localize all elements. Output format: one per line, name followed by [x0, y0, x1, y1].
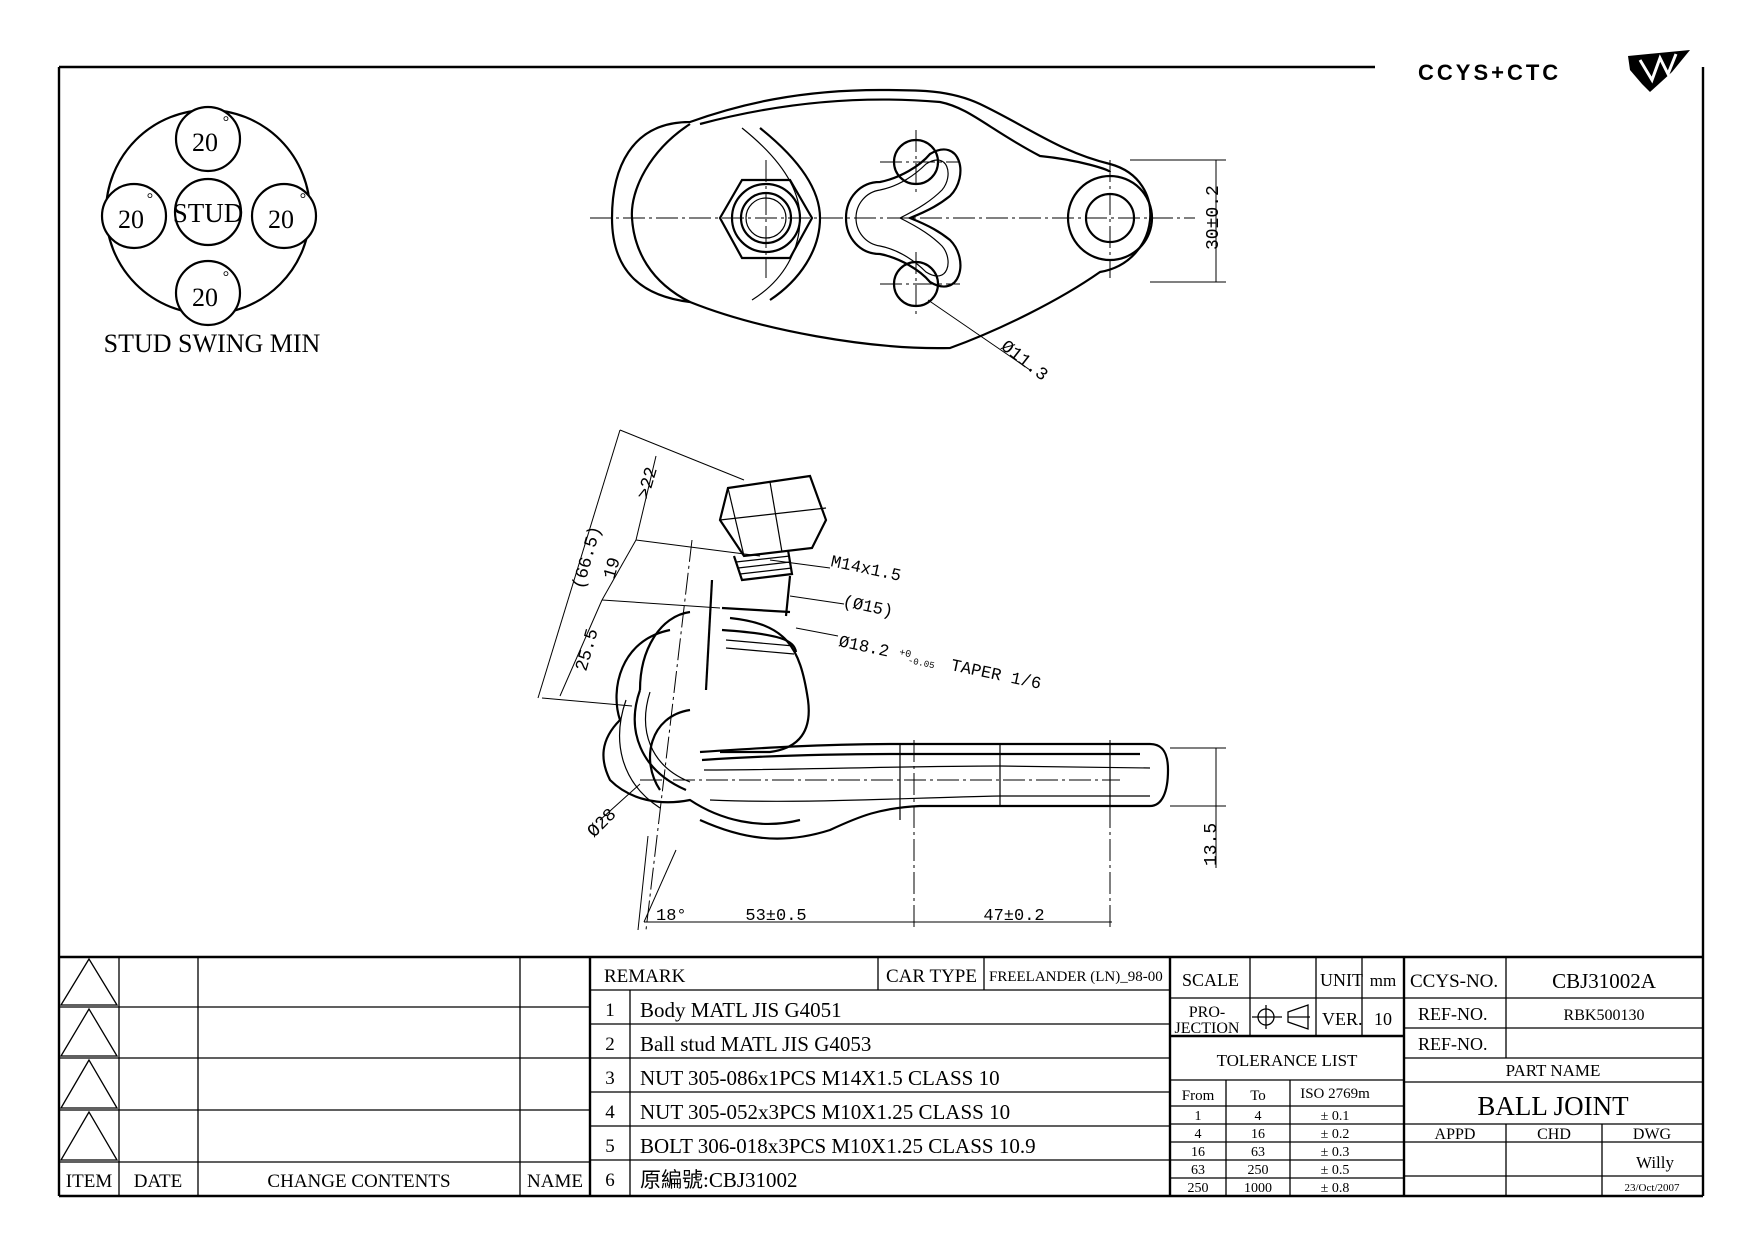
- tol-header-iso: ISO 2769m: [1300, 1086, 1370, 1102]
- scale-label: SCALE: [1182, 970, 1239, 990]
- logo-text: CCYS+CTC: [1418, 60, 1561, 85]
- remark-no-4: 4: [605, 1102, 615, 1123]
- svg-text:± 0.8: ± 0.8: [1321, 1181, 1350, 1196]
- dim-ball-dia: Ø28: [584, 805, 621, 842]
- dim-shank: (Ø15): [841, 593, 895, 622]
- dim-thread: M14x1.5: [829, 553, 903, 586]
- remark-text-1: Body MATL JIS G4051: [640, 998, 842, 1022]
- rev-header-date: DATE: [134, 1171, 183, 1192]
- svg-text:63: 63: [1191, 1163, 1205, 1178]
- drawing-date: 23/Oct/2007: [1625, 1182, 1680, 1194]
- rev-header-contents: CHANGE CONTENTS: [267, 1171, 450, 1192]
- projection-label-1: PRO-: [1189, 1004, 1225, 1021]
- svg-text:°: °: [147, 191, 153, 208]
- remark-text-3: NUT 305-086x1PCS M14X1.5 CLASS 10: [640, 1066, 1000, 1090]
- svg-text:± 0.2: ± 0.2: [1321, 1127, 1350, 1142]
- ver-label: VER.: [1322, 1009, 1363, 1029]
- swing-left-value: 20: [118, 205, 144, 234]
- remarks-header: REMARK: [604, 966, 686, 987]
- svg-text:250: 250: [1188, 1181, 1209, 1196]
- dim-thread-len: 19: [601, 555, 626, 581]
- ref-no-value: RBK500130: [1564, 1007, 1645, 1024]
- unit-label: UNIT: [1320, 970, 1363, 990]
- dim-nut-height: >22: [635, 465, 663, 502]
- ver-value: 10: [1374, 1009, 1392, 1029]
- svg-text:°: °: [223, 114, 229, 131]
- remark-text-2: Ball stud MATL JIS G4053: [640, 1032, 871, 1056]
- side-view: (66.5) >22 19 25.5 M14x1.5 (Ø15) Ø18.2 +…: [537, 429, 1226, 931]
- rev-header-name: NAME: [527, 1171, 583, 1192]
- svg-text:± 0.3: ± 0.3: [1321, 1145, 1350, 1160]
- dim-overall: (66.5): [570, 524, 607, 592]
- svg-text:16: 16: [1191, 1145, 1205, 1160]
- dim-hole-dia: Ø11.3: [996, 337, 1051, 386]
- company-logo: CCYS+CTC: [1418, 50, 1690, 92]
- drawer-name: Willy: [1636, 1153, 1675, 1172]
- rev-header-item: ITEM: [66, 1171, 113, 1192]
- ccys-no-label: CCYS-NO.: [1410, 971, 1498, 992]
- logo-mark-icon: [1628, 50, 1690, 92]
- chd-label: CHD: [1537, 1126, 1571, 1143]
- svg-text:4: 4: [1195, 1127, 1202, 1142]
- remark-no-2: 2: [605, 1034, 615, 1055]
- dwg-label: DWG: [1633, 1126, 1672, 1143]
- stud-swing-diagram: STUD 20 ° 20 ° 20 ° 20 ° STUD SWING MIN: [100, 105, 321, 358]
- remark-text-6: 原編號:CBJ31002: [640, 1168, 798, 1192]
- svg-text:°: °: [300, 191, 306, 208]
- title-block: ITEM DATE CHANGE CONTENTS NAME REMARK CA…: [59, 955, 1703, 1196]
- unit-value: mm: [1370, 971, 1396, 990]
- tol-header-from: From: [1182, 1088, 1215, 1104]
- ref-no-label-2: REF-NO.: [1418, 1034, 1488, 1054]
- projection-label-2: JECTION: [1175, 1020, 1240, 1037]
- svg-text:1: 1: [1195, 1109, 1202, 1124]
- remark-no-5: 5: [605, 1136, 615, 1157]
- dim-angle: 18°: [656, 907, 687, 926]
- remark-text-5: BOLT 306-018x3PCS M10X1.25 CLASS 10.9: [640, 1134, 1036, 1158]
- svg-text:1000: 1000: [1244, 1181, 1272, 1196]
- dim-taper-len: 25.5: [573, 627, 604, 674]
- tol-header-to: To: [1250, 1088, 1266, 1104]
- remarks-table: REMARK CAR TYPE FREELANDER (LN)_98-00 1 …: [590, 957, 1172, 1196]
- remark-text-4: NUT 305-052x3PCS M10X1.25 CLASS 10: [640, 1100, 1010, 1124]
- car-type-label: CAR TYPE: [886, 966, 977, 987]
- appd-label: APPD: [1435, 1126, 1476, 1143]
- spec-block: SCALE UNIT mm PRO- JECTION VER. 10 TOLER…: [1170, 957, 1404, 1196]
- svg-text:± 0.5: ± 0.5: [1321, 1163, 1350, 1178]
- border-frame: [57, 65, 1705, 1198]
- top-view: 30±0.2 Ø11.3: [590, 88, 1226, 386]
- svg-text:250: 250: [1248, 1163, 1269, 1178]
- tolerance-title: TOLERANCE LIST: [1217, 1051, 1358, 1070]
- part-id-block: CCYS-NO. CBJ31002A REF-NO. RBK500130 REF…: [1402, 957, 1703, 1196]
- part-name: BALL JOINT: [1477, 1091, 1629, 1121]
- swing-label: STUD SWING MIN: [104, 329, 321, 358]
- dim-taper: Ø18.2 +0 -0.05 TAPER 1/6: [836, 629, 1043, 696]
- revision-table: ITEM DATE CHANGE CONTENTS NAME: [59, 957, 592, 1196]
- svg-text:°: °: [223, 269, 229, 286]
- remark-no-6: 6: [605, 1170, 615, 1191]
- swing-center-label: STUD: [173, 198, 244, 228]
- ref-no-label: REF-NO.: [1418, 1004, 1488, 1024]
- third-angle-projection-icon: [1252, 1004, 1310, 1030]
- svg-text:16: 16: [1251, 1127, 1265, 1142]
- svg-text:± 0.1: ± 0.1: [1321, 1109, 1350, 1124]
- dim-len-b: 47±0.2: [983, 907, 1044, 926]
- remark-no-1: 1: [605, 1000, 615, 1021]
- dim-arm-height: 13.5: [1202, 823, 1222, 866]
- swing-bottom-value: 20: [192, 283, 218, 312]
- car-type-value: FREELANDER (LN)_98-00: [989, 969, 1163, 985]
- dim-len-a: 53±0.5: [745, 907, 806, 926]
- remark-no-3: 3: [605, 1068, 615, 1089]
- swing-right-value: 20: [268, 205, 294, 234]
- dim-hole-pitch: 30±0.2: [1204, 185, 1224, 250]
- part-name-label: PART NAME: [1506, 1061, 1601, 1080]
- ccys-no-value: CBJ31002A: [1552, 969, 1657, 993]
- svg-text:4: 4: [1255, 1109, 1262, 1124]
- swing-top-value: 20: [192, 128, 218, 157]
- svg-text:63: 63: [1251, 1145, 1265, 1160]
